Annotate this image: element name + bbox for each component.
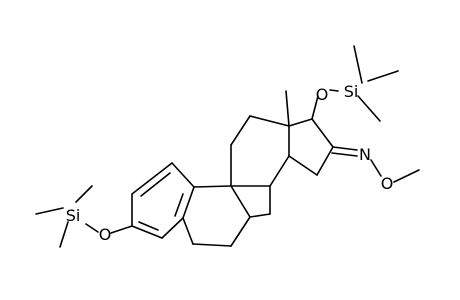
bond [85,223,99,233]
double-bond-inner [138,221,159,231]
bond [353,45,363,84]
bond [182,217,194,245]
ring-b [182,185,251,247]
bond [59,221,69,248]
bond [230,216,251,247]
bond [171,162,195,188]
atom-label-oxygen: O [316,85,329,104]
bond [269,155,290,187]
atom-label-oxygen: O [381,174,394,193]
bond [370,159,382,177]
atom-label-oxygen: O [99,225,112,244]
bond [230,185,251,218]
bond [311,118,334,148]
bond [316,146,334,176]
bond [357,95,381,122]
oxime-group [331,146,420,183]
bond [161,217,184,239]
bond [131,225,163,239]
ring-d [249,118,334,218]
bond [249,115,290,127]
bond [110,225,133,234]
bond [249,213,271,218]
bond [230,115,251,146]
double-bond [332,146,358,151]
bond [75,185,93,203]
bond [329,89,339,92]
otms-left [35,185,133,248]
double-bond-inner [140,172,171,197]
ring-a-aromatic [131,162,195,239]
double-bond-inner [174,193,184,217]
bond [393,169,420,183]
bond [131,162,173,195]
bond [35,207,64,215]
atom-label-silicon: Si [66,206,81,225]
bond [193,185,232,188]
otms-right [311,45,399,122]
bond [182,186,195,219]
bond [192,243,232,247]
bond [288,118,313,127]
bond [367,70,399,82]
bond [311,95,319,120]
ring-c [230,115,290,187]
double-bond [331,152,358,157]
methyl-bond [285,90,290,127]
atom-label-silicon: Si [344,82,359,101]
atom-label-nitrogen: N [359,145,371,164]
bond [288,155,318,176]
